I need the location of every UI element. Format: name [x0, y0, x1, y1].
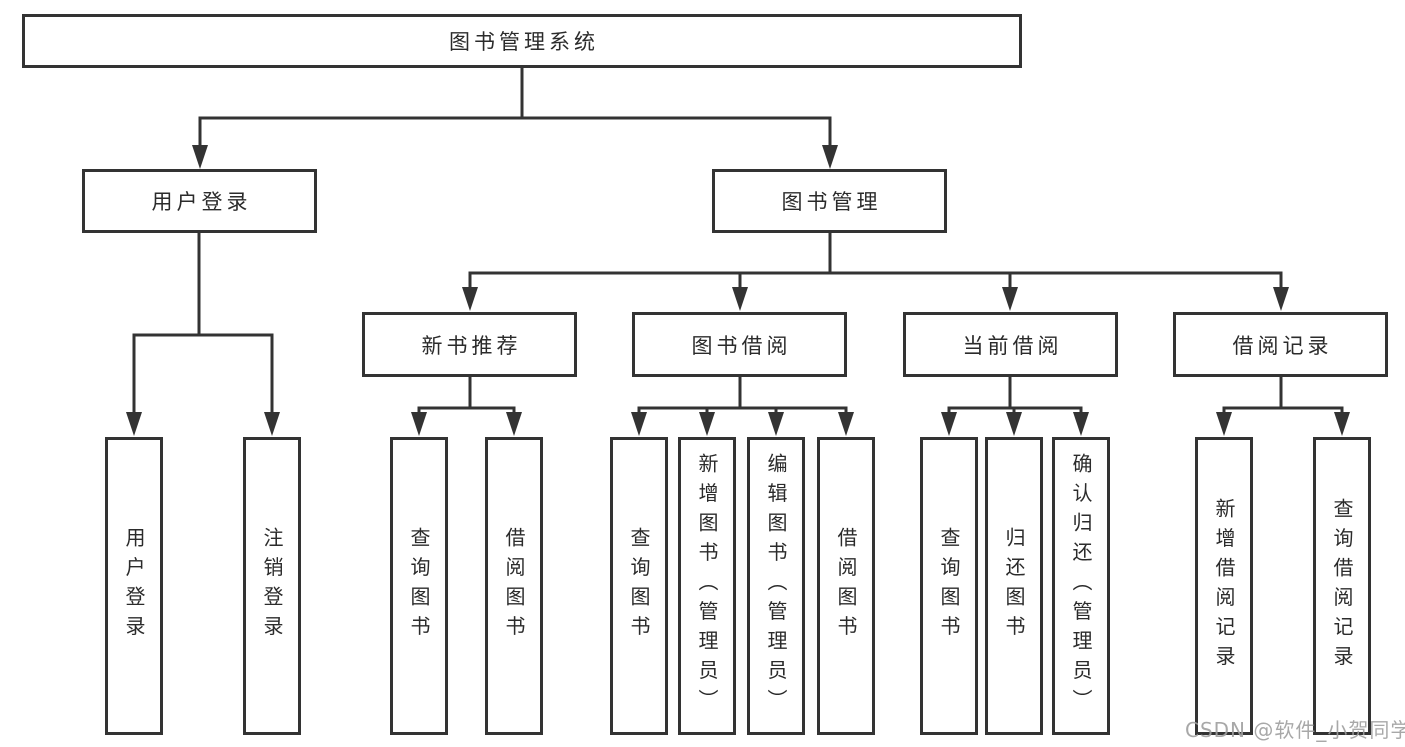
node-label: 用户登录: [151, 190, 252, 214]
leaf-current-query-book: 查询图书: [920, 437, 978, 735]
leaf-label: 查询图书: [627, 527, 651, 645]
node-label: 借阅记录: [1232, 333, 1333, 358]
leaf-borrow-query-book: 查询图书: [610, 437, 668, 735]
leaf-label: 查询借阅记录: [1330, 497, 1354, 675]
leaf-add-book-admin: 新增图书（管理员）: [678, 437, 736, 735]
leaf-label: 查询图书: [407, 527, 431, 645]
leaf-label: 借阅图书: [834, 527, 858, 645]
leaf-label: 归还图书: [1002, 527, 1026, 645]
node-new-book-recommend: 新书推荐: [362, 312, 577, 377]
leaf-return-book: 归还图书: [985, 437, 1043, 735]
node-user-login: 用户登录: [82, 169, 317, 233]
node-label: 当前借阅: [962, 333, 1063, 358]
node-label: 图书借阅: [691, 333, 792, 358]
connector-root-to-level2: [198, 68, 832, 146]
connector-current-to-leaves: [947, 377, 1083, 414]
node-book-borrow: 图书借阅: [632, 312, 847, 377]
leaf-recommend-query-book: 查询图书: [390, 437, 448, 735]
node-borrow-records: 借阅记录: [1173, 312, 1388, 377]
connector-recommend-to-leaves: [417, 377, 516, 414]
leaf-confirm-return-admin: 确认归还（管理员）: [1052, 437, 1110, 735]
arrowheads-current-leaves: [941, 412, 1089, 436]
connector-borrow-to-leaves: [637, 377, 848, 414]
connector-records-to-leaves: [1222, 377, 1344, 414]
csdn-watermark: CSDN @软件_小贺同学: [1185, 718, 1405, 742]
leaf-label: 编辑图书（管理员）: [764, 453, 788, 719]
leaf-edit-book-admin: 编辑图书（管理员）: [747, 437, 805, 735]
node-library-management-system: 图书管理系统: [22, 14, 1022, 68]
leaf-query-borrow-record: 查询借阅记录: [1313, 437, 1371, 735]
node-label: 图书管理: [781, 190, 882, 214]
node-book-management: 图书管理: [712, 169, 947, 233]
connector-userlogin-to-leaves: [132, 233, 274, 414]
arrowheads-recommend-leaves: [411, 412, 522, 436]
node-label: 图书管理系统: [449, 30, 599, 54]
leaf-label: 新增图书（管理员）: [695, 453, 719, 719]
connector-bookmgmt-to-level3: [468, 233, 1283, 289]
leaf-add-borrow-record: 新增借阅记录: [1195, 437, 1253, 735]
node-current-borrow: 当前借阅: [903, 312, 1118, 377]
leaf-borrow-borrow-book: 借阅图书: [817, 437, 875, 735]
arrowheads-level2: [192, 145, 838, 169]
leaf-logout: 注销登录: [243, 437, 301, 735]
arrowheads-userlogin-leaves: [126, 412, 280, 436]
arrowheads-records-leaves: [1216, 412, 1350, 436]
leaf-label: 新增借阅记录: [1212, 497, 1236, 675]
leaf-label: 注销登录: [260, 527, 284, 645]
leaf-label: 借阅图书: [502, 527, 526, 645]
node-label: 新书推荐: [421, 333, 522, 358]
leaf-label: 确认归还（管理员）: [1069, 453, 1093, 719]
leaf-label: 查询图书: [937, 527, 961, 645]
leaf-recommend-borrow-book: 借阅图书: [485, 437, 543, 735]
leaf-user-login: 用户登录: [105, 437, 163, 735]
leaf-label: 用户登录: [122, 527, 146, 645]
arrowheads-borrow-leaves: [631, 412, 854, 436]
arrowheads-level3: [462, 287, 1289, 311]
